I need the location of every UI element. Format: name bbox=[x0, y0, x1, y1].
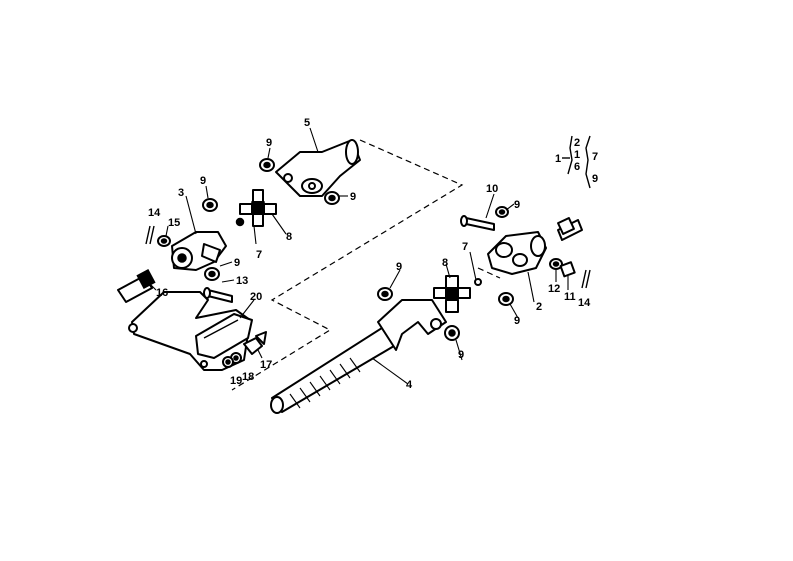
callout-15: 15 bbox=[168, 217, 180, 229]
nut-12 bbox=[549, 258, 563, 270]
callout-16: 16 bbox=[156, 287, 168, 299]
callout-5: 5 bbox=[304, 117, 310, 129]
shaft-stub-right bbox=[557, 217, 583, 241]
assembly-guide-line-right bbox=[477, 267, 501, 279]
part-8-universal-cross-left bbox=[239, 189, 277, 227]
callouts: 5 9 9 9 3 14 15 9 13 7 8 16 20 17 18 19 … bbox=[148, 117, 591, 391]
washer-9-d bbox=[204, 267, 220, 281]
callout-2: 2 bbox=[536, 301, 542, 313]
callout-9: 9 bbox=[458, 349, 464, 361]
leader-lines bbox=[149, 127, 569, 385]
part-20-plate bbox=[195, 313, 253, 359]
legend-col1-2: 1 bbox=[574, 149, 580, 161]
part-14-pin-right bbox=[581, 269, 591, 289]
callout-4: 4 bbox=[406, 379, 413, 391]
washer-9-c bbox=[202, 198, 218, 212]
washer-9-h bbox=[495, 206, 509, 218]
part-3-yoke bbox=[171, 231, 227, 271]
washer-9-e bbox=[377, 287, 393, 301]
legend-left: 1 bbox=[555, 153, 561, 165]
part-5-coupling-yoke bbox=[275, 139, 361, 197]
callout-17: 17 bbox=[260, 359, 272, 371]
callout-8: 8 bbox=[442, 257, 448, 269]
callout-14: 14 bbox=[578, 297, 591, 309]
callout-12: 12 bbox=[548, 283, 560, 295]
legend-col2-2: 9 bbox=[592, 173, 598, 185]
washer-9-a bbox=[259, 158, 275, 172]
part-2-yoke bbox=[487, 231, 547, 275]
shaft-stub-left bbox=[117, 268, 156, 303]
part-8-universal-cross-right bbox=[433, 275, 471, 313]
part-7-grease-fitting-right bbox=[474, 278, 482, 286]
part-17-wing-bolt bbox=[243, 331, 267, 355]
washer-9-b bbox=[324, 191, 340, 205]
legend-col2-1: 7 bbox=[592, 151, 598, 163]
callout-10: 10 bbox=[486, 183, 498, 195]
callout-9: 9 bbox=[396, 261, 402, 273]
legend: 1 2 1 6 7 9 bbox=[555, 137, 598, 185]
part-7-grease-fitting-left bbox=[235, 217, 245, 227]
part-13-bolt bbox=[203, 287, 233, 303]
legend-bracket bbox=[562, 135, 591, 189]
washer-9-g bbox=[498, 292, 514, 306]
callout-19: 19 bbox=[230, 375, 242, 387]
legend-col1-1: 2 bbox=[574, 137, 580, 149]
nut-11 bbox=[559, 261, 576, 278]
callout-3: 3 bbox=[178, 187, 184, 199]
assembly-guide-line bbox=[231, 139, 464, 391]
callout-14: 14 bbox=[148, 207, 161, 219]
callout-13: 13 bbox=[236, 275, 248, 287]
callout-9: 9 bbox=[200, 175, 206, 187]
callout-9: 9 bbox=[234, 257, 240, 269]
part-10-bolt bbox=[460, 215, 495, 231]
callout-11: 11 bbox=[564, 291, 576, 303]
part-4-splined-shaft bbox=[270, 299, 447, 414]
legend-col1-3: 6 bbox=[574, 161, 580, 173]
callout-8: 8 bbox=[286, 231, 292, 243]
callout-7: 7 bbox=[462, 241, 468, 253]
callout-9: 9 bbox=[514, 199, 520, 211]
callout-7: 7 bbox=[256, 249, 262, 261]
callout-9: 9 bbox=[514, 315, 520, 327]
callout-18: 18 bbox=[242, 371, 254, 383]
washer-15 bbox=[157, 235, 171, 247]
part-14-pin-left bbox=[145, 225, 155, 245]
callout-9: 9 bbox=[350, 191, 356, 203]
callout-20: 20 bbox=[250, 291, 262, 303]
washer-19 bbox=[222, 356, 234, 368]
washer-9-f bbox=[444, 325, 460, 341]
callout-9: 9 bbox=[266, 137, 272, 149]
